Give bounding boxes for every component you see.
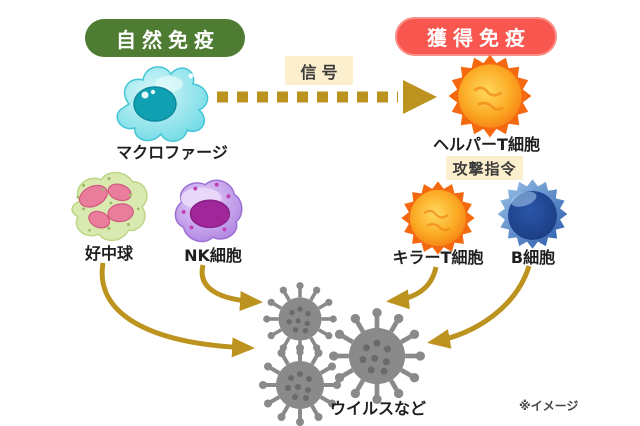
image-footnote: ※イメージ (519, 399, 579, 413)
helper-t-cell-icon (448, 54, 532, 138)
innate-immunity-badge: 自然免疫 (85, 19, 245, 57)
nk-cell-icon (174, 179, 243, 243)
neutrophil-icon (71, 171, 148, 242)
arrow-killert-to-virus (386, 266, 439, 310)
attack-command-label: 攻撃指令 (446, 156, 523, 180)
arrow-bcell-to-virus (427, 265, 532, 349)
arrow-nk-to-virus (199, 264, 263, 311)
virus-label: ウイルスなど (329, 399, 426, 418)
nk-cell-label: NK細胞 (184, 246, 242, 265)
macrophage-label: マクロファージ (116, 143, 228, 162)
macrophage-icon (116, 66, 209, 142)
acquired-immunity-badge: 獲得免疫 (395, 17, 557, 56)
killer-t-label: キラーT細胞 (392, 248, 484, 267)
helper-t-label: ヘルパーT細胞 (433, 135, 540, 154)
killer-t-cell-icon (401, 181, 475, 255)
neutrophil-label: 好中球 (84, 244, 133, 263)
b-cell-icon (497, 179, 568, 249)
signal-label: 信号 (285, 56, 353, 85)
signal-dashed-arrow (217, 80, 437, 114)
b-cell-label: B細胞 (510, 248, 556, 267)
arrow-neutrophil-to-virus (99, 262, 255, 358)
